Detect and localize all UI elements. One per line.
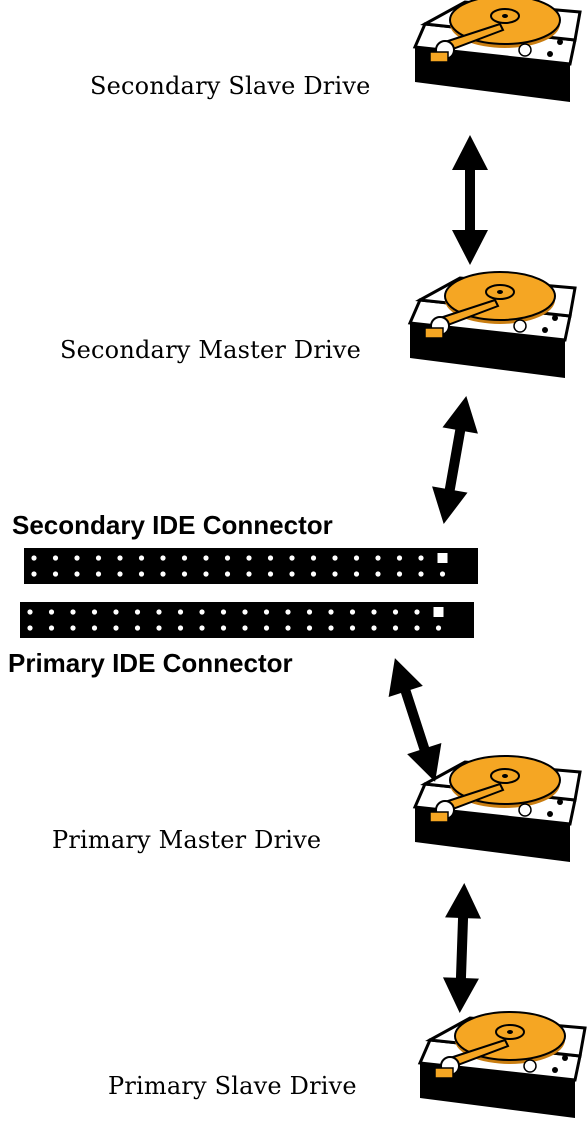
drive-label-secondary-master: Secondary Master Drive <box>60 336 362 364</box>
connector-pin <box>138 555 145 561</box>
connector-pin <box>289 571 295 577</box>
primary-ide-connector <box>20 602 474 638</box>
connector-pin <box>306 609 313 615</box>
connector-pin <box>375 555 381 561</box>
connector-pin <box>242 625 248 631</box>
connector-pins <box>27 607 444 631</box>
connector-pin <box>177 625 184 631</box>
connector-pin <box>91 609 98 615</box>
connector-pin <box>95 555 102 561</box>
connector-pin <box>74 555 80 561</box>
connector-pin <box>156 609 162 615</box>
connector-pin <box>371 625 377 631</box>
connector-pin <box>242 609 248 615</box>
connector-pin <box>113 625 119 631</box>
connector-pin <box>414 609 420 615</box>
connector-pin <box>224 555 231 561</box>
connector-pin <box>435 625 442 631</box>
connector-pin <box>52 555 59 561</box>
connector-pin <box>396 555 403 561</box>
secondary-ide-connector <box>24 548 478 584</box>
connector-pin <box>48 609 55 615</box>
connector-pin <box>70 625 76 631</box>
connector-pin <box>156 625 162 631</box>
secondary-connector-label: Secondary IDE Connector <box>12 510 333 540</box>
hard-drive-icon <box>413 0 582 104</box>
connector-pin <box>31 555 37 561</box>
hard-drive-icon <box>418 1010 587 1120</box>
connector-pin <box>134 625 141 631</box>
connector-pin <box>181 571 188 577</box>
connector-pin <box>392 625 399 631</box>
pin-1-marker <box>433 607 444 617</box>
connector-pin <box>27 609 33 615</box>
drive-label-primary-slave: Primary Slave Drive <box>108 1072 357 1100</box>
connector-pin <box>289 555 295 561</box>
connector-pin <box>396 571 403 577</box>
connector-pin <box>349 609 356 615</box>
connector-pin <box>285 625 291 631</box>
connector-pin <box>203 555 209 561</box>
connector-pin <box>414 625 420 631</box>
connector-pins <box>31 553 448 577</box>
connector-pin <box>353 555 360 561</box>
connector-pin <box>181 555 188 561</box>
connector-pin <box>113 609 119 615</box>
connector-pin <box>31 571 37 577</box>
connector-pin <box>199 625 205 631</box>
connector-pin <box>117 571 123 577</box>
connector-pin <box>310 555 317 561</box>
connector-pin <box>95 571 102 577</box>
connector-pin <box>52 571 59 577</box>
connector-pin <box>349 625 356 631</box>
connector-pin <box>306 625 313 631</box>
connector-pin <box>392 609 399 615</box>
double-headed-arrow-icon <box>425 392 485 528</box>
connector-pin <box>177 609 184 615</box>
connector-pin <box>310 571 317 577</box>
connector-pin <box>371 609 377 615</box>
pin-1-marker <box>437 553 448 563</box>
connector-pin <box>332 555 338 561</box>
double-headed-arrow-icon <box>441 882 483 1014</box>
connector-pin <box>203 571 209 577</box>
connector-pin <box>117 555 123 561</box>
connector-pin <box>134 609 141 615</box>
connector-pin <box>418 555 424 561</box>
connector-pin <box>285 609 291 615</box>
connector-pin <box>328 609 334 615</box>
connector-pin <box>199 609 205 615</box>
connector-pin <box>263 625 270 631</box>
connector-pin <box>246 571 252 577</box>
double-headed-arrow-icon <box>452 135 488 265</box>
connector-pin <box>353 571 360 577</box>
connector-pin <box>263 609 270 615</box>
connector-pin <box>332 571 338 577</box>
connector-pin <box>91 625 98 631</box>
connector-pin <box>224 571 231 577</box>
connector-pin <box>160 571 166 577</box>
connector-pin <box>160 555 166 561</box>
drive-label-secondary-slave: Secondary Slave Drive <box>90 72 371 100</box>
connector-pin <box>246 555 252 561</box>
connector-pin <box>328 625 334 631</box>
connector-pin <box>27 625 33 631</box>
connector-pin <box>220 625 227 631</box>
connector-pin <box>220 609 227 615</box>
drive-label-primary-master: Primary Master Drive <box>52 826 322 854</box>
connector-pin <box>70 609 76 615</box>
connector-pin <box>48 625 55 631</box>
hard-drive-icon <box>413 754 582 864</box>
connector-pin <box>439 571 446 577</box>
connector-pin <box>418 571 424 577</box>
connector-pin <box>375 571 381 577</box>
connector-pin <box>138 571 145 577</box>
connector-pin <box>267 571 274 577</box>
connector-pin <box>267 555 274 561</box>
connector-pin <box>74 571 80 577</box>
hard-drive-icon <box>408 270 577 380</box>
primary-connector-label: Primary IDE Connector <box>8 648 293 678</box>
double-headed-arrow-icon <box>377 652 453 788</box>
